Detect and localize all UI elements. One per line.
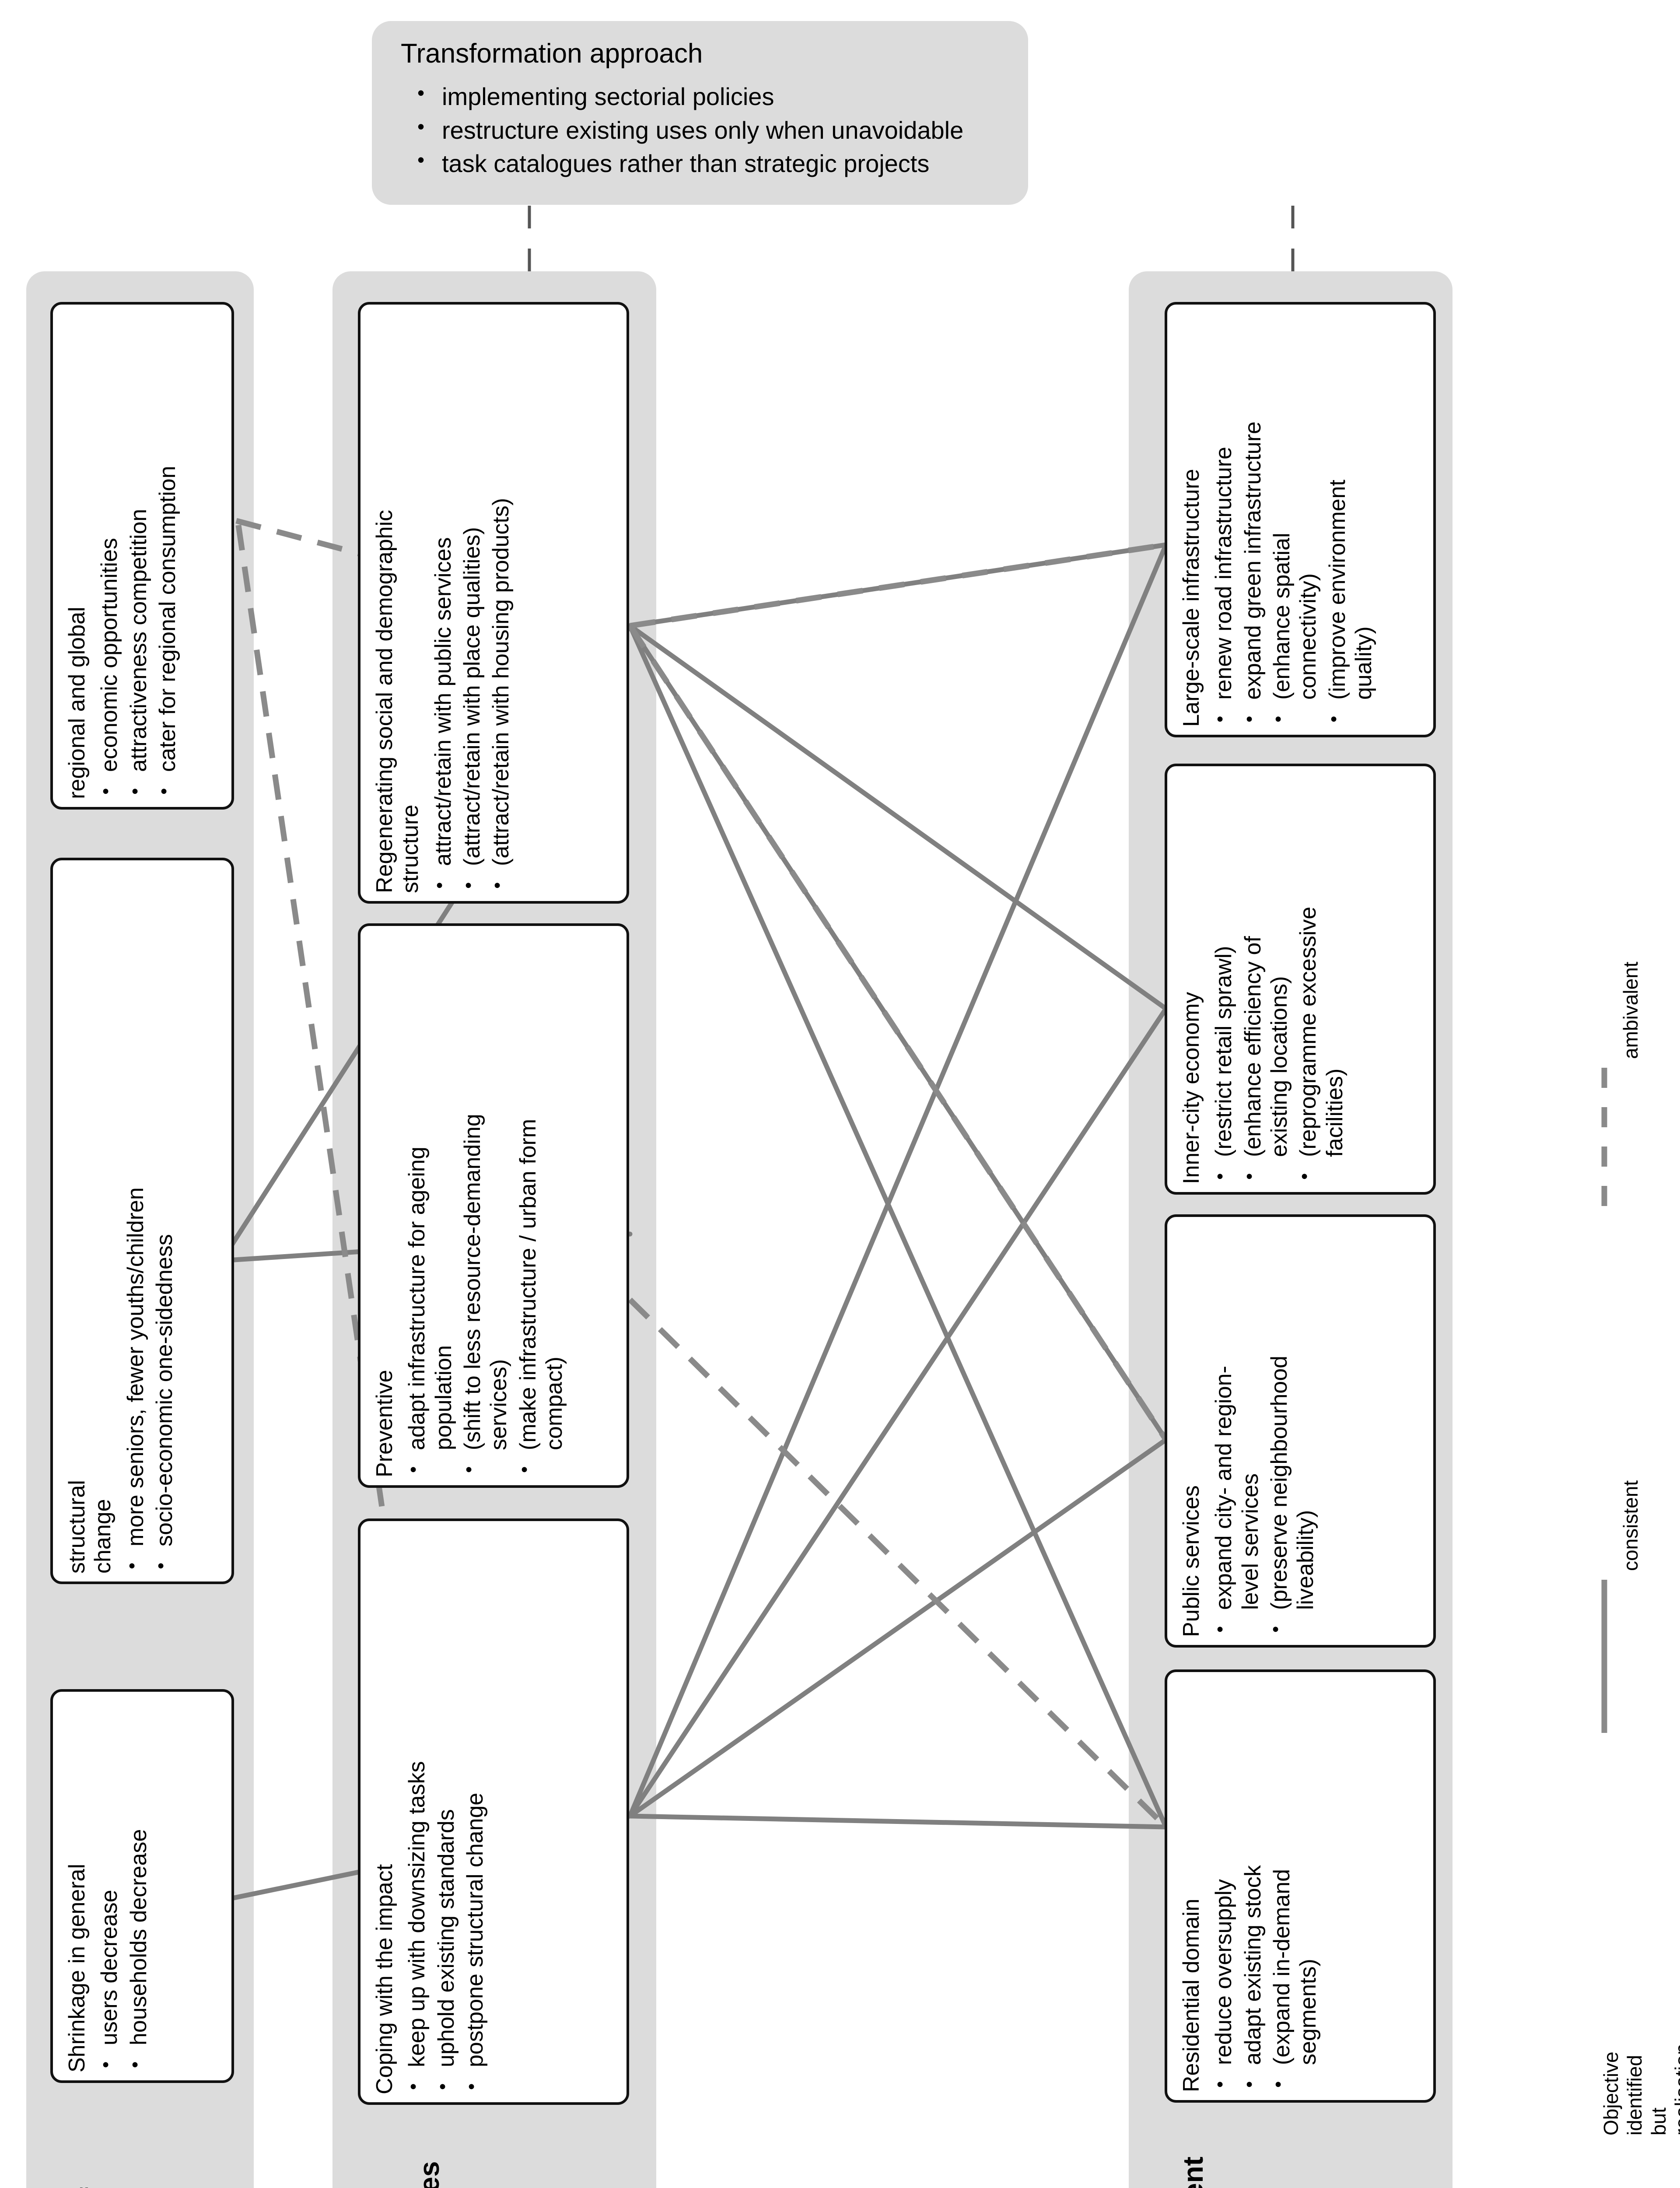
- bullet-item: socio-economic one-sidedness: [151, 873, 178, 1574]
- box-regenerating-title: Regenerating social and demographic stru…: [372, 510, 424, 893]
- box-public-services: Public services expand city- and region-…: [1165, 1214, 1436, 1648]
- box-shrinkage-in-general-list: users decrease households decrease: [96, 1705, 152, 2072]
- bullet-item: (improve environment quality): [1324, 318, 1377, 727]
- bullet-item: adapt infrastructure for ageing populati…: [404, 939, 457, 1477]
- box-regional-and-global: regional and global economic opportuniti…: [50, 302, 234, 810]
- box-large-scale-list: renew road infrastructure expand green i…: [1211, 318, 1377, 727]
- box-regional-and-global-list: economic opportunities attractiveness co…: [96, 318, 181, 799]
- bullet-item: (enhance spatial connectivity): [1269, 318, 1322, 727]
- box-regenerating-social-demographic: Regenerating social and demographic stru…: [358, 302, 629, 904]
- bullet-item: (enhance efficiency of existing location…: [1240, 779, 1293, 1184]
- box-large-scale-title: Large-scale infrastructure: [1179, 469, 1204, 727]
- column-caption-long-term-perspectives: Long-term perspectives: [381, 2161, 445, 2188]
- box-regenerating-content: Regenerating social and demographic stru…: [360, 305, 626, 901]
- box-structural-change-list: more seniors, fewer youths/children soci…: [122, 873, 178, 1574]
- box-inner-city-content: Inner-city economy (restrict retail spra…: [1167, 766, 1433, 1192]
- box-residential-list: reduce oversupply adapt existing stock (…: [1211, 1685, 1321, 2092]
- bullet-item: renew road infrastructure: [1211, 318, 1237, 727]
- transformation-approach-title: Transformation approach: [401, 39, 703, 69]
- box-large-scale-content: Large-scale infrastructure renew road in…: [1167, 305, 1433, 735]
- box-coping-title: Coping with the impact: [372, 1864, 397, 2094]
- box-large-scale-infrastructure: Large-scale infrastructure renew road in…: [1165, 302, 1436, 737]
- box-coping-with-the-impact: Coping with the impact keep up with down…: [358, 1518, 629, 2105]
- box-public-services-list: expand city- and region- level services …: [1211, 1230, 1319, 1637]
- bullet-item: cater for regional consumption: [154, 318, 181, 799]
- bullet-item: users decrease: [96, 1705, 122, 2072]
- link-coping-to-residential: [627, 1813, 1169, 1830]
- box-shrinkage-in-general-title: Shrinkage in general: [64, 1864, 90, 2072]
- link-regenerating-to-public-services-ambivalent: [627, 624, 1169, 1441]
- box-regional-and-global-content: regional and global economic opportuniti…: [53, 305, 231, 807]
- box-shrinkage-in-general: Shrinkage in general users decrease hous…: [50, 1689, 234, 2083]
- link-regenerating-to-residential: [627, 623, 1169, 1830]
- link-coping-to-large-scale: [627, 542, 1169, 1819]
- bullet-item: adapt existing stock: [1240, 1685, 1266, 2092]
- box-residential-domain: Residential domain reduce oversupply ada…: [1165, 1669, 1436, 2103]
- bullet-item: (attract/retain with place qualities): [459, 318, 485, 893]
- box-inner-city-title: Inner-city economy: [1179, 992, 1204, 1184]
- link-regenerating-to-public-services: [627, 623, 1169, 1442]
- transformation-bullet-3: task catalogues rather than strategic pr…: [417, 146, 1002, 180]
- box-coping-list: keep up with downsizing tasks uphold exi…: [404, 1534, 488, 2094]
- bullet-item: expand city- and region- level services: [1211, 1230, 1264, 1637]
- link-regenerating-to-large-scale: [627, 542, 1169, 628]
- column-caption-development-policies: Development policies: [1177, 2156, 1242, 2188]
- bullet-item: (expand in-demand segments): [1269, 1685, 1322, 2092]
- box-coping-content: Coping with the impact keep up with down…: [360, 1521, 626, 2102]
- bullet-item: (restrict retail sprawl): [1211, 779, 1237, 1184]
- link-regenerating-to-inner-city: [627, 623, 1169, 1011]
- bullet-item: attract/retain with public services: [430, 318, 456, 893]
- bullet-item: (preserve neighbourhood liveability): [1266, 1230, 1319, 1637]
- box-regenerating-list: attract/retain with public services (att…: [430, 318, 514, 893]
- bullet-item: economic opportunities: [96, 318, 122, 799]
- legend-label-consistent: consistent: [1619, 1480, 1642, 1571]
- bullet-item: (shift to less resource-demanding servic…: [459, 939, 512, 1477]
- box-structural-change: structural change more seniors, fewer yo…: [50, 858, 234, 1584]
- box-public-services-content: Public services expand city- and region-…: [1167, 1217, 1433, 1645]
- box-shrinkage-in-general-content: Shrinkage in general users decrease hous…: [53, 1692, 231, 2080]
- box-public-services-title: Public services: [1179, 1485, 1204, 1637]
- box-preventive-title: Preventive: [372, 1370, 397, 1477]
- bullet-item: reduce oversupply: [1211, 1685, 1237, 2092]
- box-residential-content: Residential domain reduce oversupply ada…: [1167, 1672, 1433, 2100]
- box-inner-city-economy: Inner-city economy (restrict retail spra…: [1165, 764, 1436, 1195]
- transformation-bullet-2: restructure existing uses only when unav…: [417, 113, 1002, 147]
- box-inner-city-list: (restrict retail sprawl) (enhance effici…: [1211, 779, 1348, 1184]
- bullet-item: attractiveness competition: [126, 318, 152, 799]
- transformation-approach-box: Transformation approach implementing sec…: [372, 21, 1028, 205]
- box-residential-title: Residential domain: [1179, 1898, 1204, 2092]
- legend-label-objective-limited: Objective identified but realisation is …: [1600, 2044, 1680, 2135]
- bullet-item: postpone structural change: [462, 1534, 488, 2094]
- box-structural-change-content: structural change more seniors, fewer yo…: [53, 860, 231, 1581]
- transformation-approach-list: implementing sectorial policies restruct…: [398, 79, 1002, 180]
- box-preventive: Preventive adapt infrastructure for agei…: [358, 923, 629, 1488]
- box-preventive-content: Preventive adapt infrastructure for agei…: [360, 926, 626, 1485]
- bullet-item: (make infrastructure / urban form compac…: [515, 939, 568, 1477]
- box-structural-change-title: structural change: [64, 1480, 116, 1574]
- bullet-item: keep up with downsizing tasks: [404, 1534, 430, 2094]
- bullet-item: more seniors, fewer youths/children: [122, 873, 149, 1574]
- transformation-bullet-1: implementing sectorial policies: [417, 79, 1002, 113]
- bullet-item: expand green infrastructure: [1240, 318, 1266, 727]
- bullet-item: uphold existing standards: [433, 1534, 459, 2094]
- legend-label-ambivalent: ambivalent: [1619, 961, 1642, 1059]
- box-preventive-list: adapt infrastructure for ageing populati…: [404, 939, 567, 1477]
- link-coping-to-public-services: [627, 1437, 1169, 1819]
- link-coping-to-inner-city: [627, 1006, 1169, 1819]
- link-preventive-to-residential-ambivalent: [628, 1297, 1168, 1829]
- link-regenerating-to-large-scale-ambivalent: [630, 542, 1166, 629]
- bullet-item: (reprogramme excessive facilities): [1295, 779, 1348, 1184]
- box-regional-and-global-title: regional and global: [64, 607, 90, 799]
- bullet-item: (attract/retain with housing products): [488, 318, 514, 893]
- bullet-item: households decrease: [126, 1705, 152, 2072]
